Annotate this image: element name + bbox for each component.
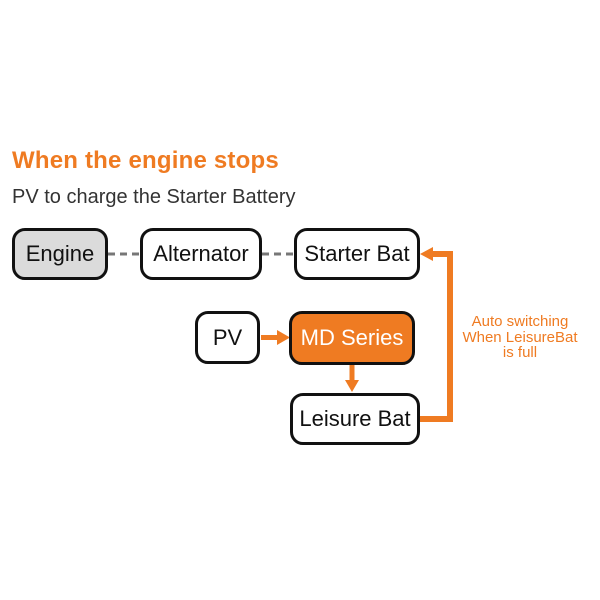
node-md-series: MD Series [289,311,415,365]
pv-to-md-arrow [261,330,290,345]
node-alternator-label: Alternator [153,241,249,266]
node-alternator: Alternator [140,228,262,280]
node-pv-label: PV [212,324,243,350]
node-md-series-label: MD Series [300,325,404,350]
md-to-leisure-arrow [345,365,359,392]
page-subtitle: PV to charge the Starter Battery [12,186,296,208]
leisure-to-starter-connector [420,247,453,422]
node-engine-label: Engine [25,241,95,266]
page-title: When the engine stops [12,147,279,174]
node-starter-bat-label: Starter Bat [304,241,410,266]
auto-switching-annotation: Auto switching When LeisureBat is full [445,314,595,361]
node-pv: PV [195,311,260,364]
node-engine: Engine [12,228,108,280]
annotation-line-2: When LeisureBat [462,328,578,346]
node-starter-bat: Starter Bat [294,228,420,280]
annotation-line-3: is full [502,344,538,361]
annotation-line-1: Auto switching [471,313,569,330]
node-leisure-bat-label: Leisure Bat [299,406,411,431]
node-leisure-bat: Leisure Bat [290,393,420,445]
